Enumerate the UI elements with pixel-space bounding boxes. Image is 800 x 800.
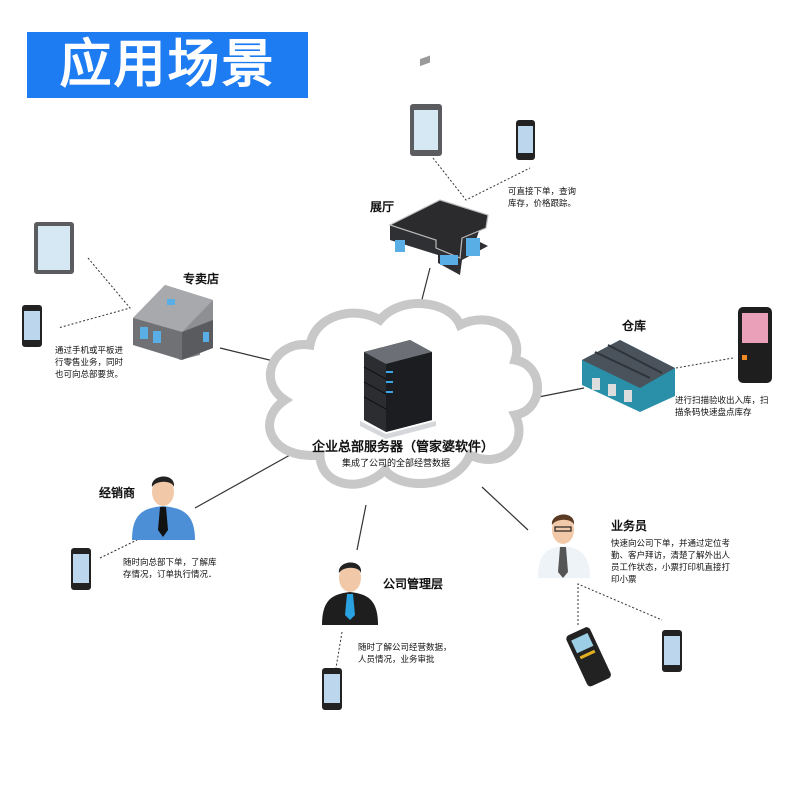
receipt-printer-icon: [566, 627, 611, 687]
store-building-icon: [133, 285, 213, 360]
desc-line: 进行扫描验收出入库，扫: [675, 396, 769, 406]
phone-icon: [662, 630, 682, 672]
server-subtitle: 集成了公司的全部经营数据: [342, 459, 451, 469]
tablet-icon: [34, 222, 74, 274]
server-icon: [360, 340, 436, 439]
handheld-scanner-icon: [738, 307, 772, 383]
desc-line: 存情况，订单执行情况．: [123, 570, 217, 580]
desc-line: 勤、客户拜访，清楚了解外出人: [611, 551, 731, 561]
desc-line: 描条码快速盘点库存: [675, 408, 752, 418]
desc-line: 印小票: [611, 575, 637, 585]
warehouse-desc: 进行扫描验收出入库，扫 描条码快速盘点库存: [675, 395, 769, 419]
salesperson-label: 业务员: [611, 519, 648, 533]
desc-line: 随时了解公司经营数据，: [358, 643, 452, 653]
dotted-link-warehouse: [675, 357, 734, 369]
phone-icon: [71, 548, 91, 590]
dotted-link-management: [335, 631, 343, 669]
dealer-desc: 随时向总部下单，了解库 存情况，订单执行情况．: [123, 557, 217, 581]
warehouse-building-icon: [582, 340, 675, 412]
desc-line: 行零售业务，同时: [55, 358, 124, 368]
management-person-icon: [322, 562, 378, 625]
management-label: 公司管理层: [383, 577, 444, 591]
desc-line: 通过手机或平板进: [55, 346, 124, 356]
desc-line: 库存，价格跟踪。: [508, 199, 577, 209]
dotted-link-dealer: [99, 539, 138, 559]
dotted-link-store: [57, 257, 131, 329]
store-label: 专卖店: [183, 272, 220, 286]
dotted-link-salesperson: [577, 583, 663, 625]
section-title-banner: 应用场景: [27, 32, 308, 98]
management-desc: 随时了解公司经营数据， 人员情况，业务审批: [358, 642, 452, 666]
warehouse-label: 仓库: [622, 319, 647, 333]
salesperson-desc: 快速向公司下单，并通过定位考 勤、客户拜访，清楚了解外出人 员工作状态，小票打印…: [611, 538, 730, 586]
server-title: 企业总部服务器（管家婆软件）: [312, 440, 495, 455]
store-desc: 通过手机或平板进 行零售业务，同时 也可向总部要货。: [55, 345, 123, 381]
showroom-label: 展厅: [370, 200, 395, 214]
desc-line: 也可向总部要货。: [55, 370, 124, 380]
dealer-label: 经销商: [99, 486, 136, 500]
desc-line: 随时向总部下单，了解库: [123, 558, 217, 568]
salesperson-person-icon: [538, 514, 590, 578]
desc-line: 快速向公司下单，并通过定位考: [611, 539, 731, 549]
desc-line: 人员情况，业务审批: [358, 655, 435, 665]
desc-line: 员工作状态，小票打印机直接打: [611, 563, 731, 573]
link-salesperson: [481, 486, 529, 531]
desc-line: 可直接下单，查询: [508, 187, 577, 197]
phone-icon: [322, 668, 342, 710]
phone-icon: [22, 305, 42, 347]
dealer-person-icon: [132, 476, 195, 540]
dotted-link-showroom: [432, 157, 531, 201]
showroom-building-icon: [388, 55, 489, 275]
tablet-icon: [410, 104, 442, 156]
showroom-desc: 可直接下单，查询 库存，价格跟踪。: [508, 186, 576, 210]
link-management: [356, 504, 367, 551]
phone-icon: [516, 120, 535, 160]
link-dealer: [194, 454, 291, 509]
